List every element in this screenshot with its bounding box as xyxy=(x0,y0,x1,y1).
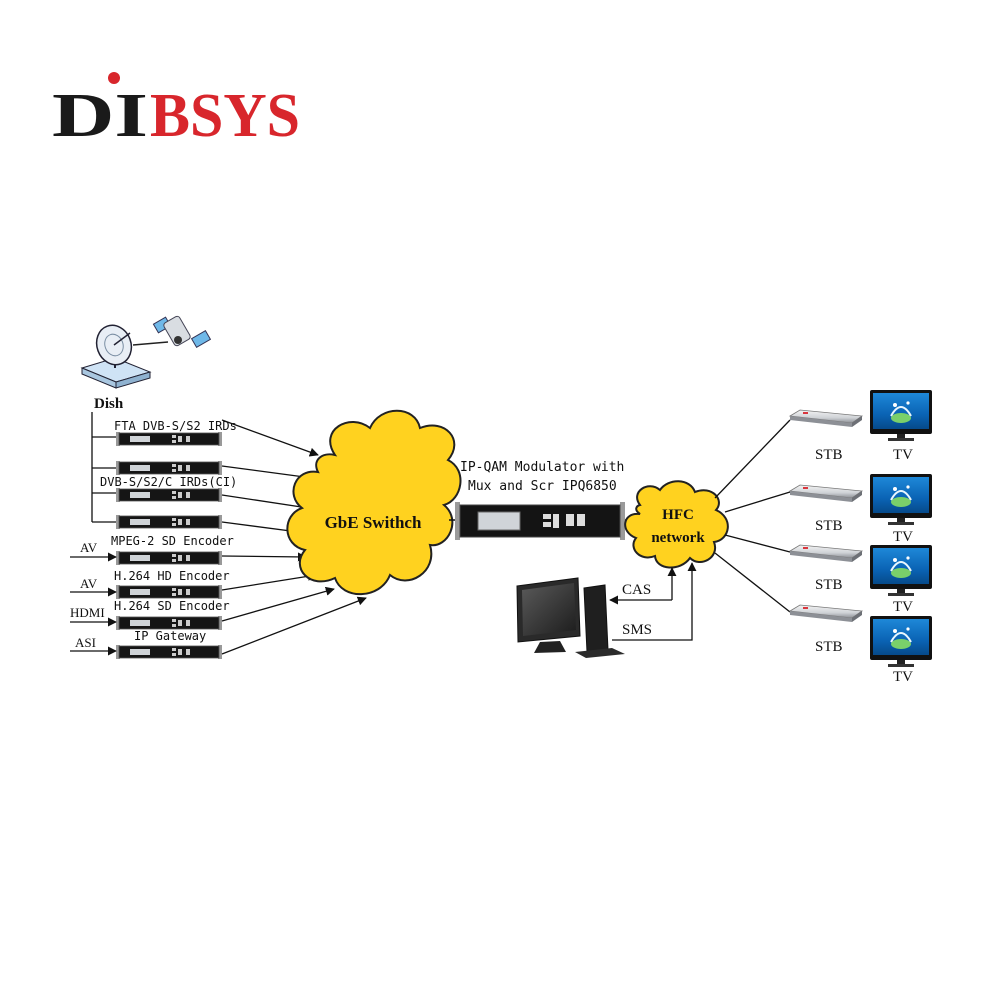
switch-arrows xyxy=(221,419,367,655)
source-labels: FTA DVB-S/S2 IRDs DVB-S/S2/C IRDs(CI) MP… xyxy=(100,419,237,643)
modulator-label-line2: Mux and Scr IPQ6850 xyxy=(468,479,617,494)
modulator-labels: IP-QAM Modulator with Mux and Scr IPQ685… xyxy=(460,460,624,494)
control-labels: CAS SMS xyxy=(622,582,652,638)
tv-icon xyxy=(870,474,932,525)
set-top-box-icon xyxy=(788,604,864,622)
dibsys-logo: DI BSYS xyxy=(52,68,312,150)
modulator-device xyxy=(455,502,625,540)
rack-device-icon xyxy=(116,461,222,475)
dish-label: Dish xyxy=(94,396,124,412)
input-arrows xyxy=(70,552,117,656)
satellite-dish-icon xyxy=(80,324,152,389)
modulator-label-line1: IP-QAM Modulator with xyxy=(460,460,624,475)
computer-icon xyxy=(516,577,625,658)
device-label-ci: DVB-S/S2/C IRDs(CI) xyxy=(100,475,237,489)
input-label-asi: ASI xyxy=(75,635,96,650)
input-label-av1: AV xyxy=(80,540,98,555)
hfc-network-cloud: HFC network xyxy=(624,480,729,569)
logo-dot xyxy=(108,72,120,84)
cas-label: CAS xyxy=(622,582,651,598)
tv-label-3: TV xyxy=(893,599,913,615)
dish-feed-lines xyxy=(91,412,116,523)
sms-label: SMS xyxy=(622,622,652,638)
device-label-fta: FTA DVB-S/S2 IRDs xyxy=(114,419,237,433)
stb-label-4: STB xyxy=(815,639,843,655)
tv-icon xyxy=(870,616,932,667)
rack-device-icon xyxy=(116,432,222,446)
device-label-h264sd: H.264 SD Encoder xyxy=(114,599,230,613)
rack-device-icon xyxy=(116,551,222,565)
satellite-icon xyxy=(152,315,212,349)
hfc-label-line1: HFC xyxy=(662,507,694,523)
stb-label-2: STB xyxy=(815,518,843,534)
rack-device-icon xyxy=(116,645,222,659)
rack-device-icon xyxy=(116,616,222,630)
input-label-av2: AV xyxy=(80,576,98,591)
tv-label-4: TV xyxy=(893,669,913,685)
set-top-box-icon xyxy=(788,484,864,502)
rack-device-icon xyxy=(116,515,222,529)
set-top-box-icon xyxy=(788,409,864,427)
control-lines xyxy=(609,562,697,641)
tv-label-1: TV xyxy=(893,447,913,463)
logo-text-red: BSYS xyxy=(150,82,300,148)
gbe-switch-cloud: GbE Swithch xyxy=(286,409,462,596)
gbe-switch-label: GbE Swithch xyxy=(325,513,422,532)
tv-label-2: TV xyxy=(893,529,913,545)
stb-label-3: STB xyxy=(815,577,843,593)
set-top-box-icon xyxy=(788,544,864,562)
rack-device-icon xyxy=(116,585,222,599)
rack-device-icon xyxy=(116,488,222,502)
input-labels: AV AV HDMI ASI xyxy=(70,540,105,650)
input-label-hdmi: HDMI xyxy=(70,605,105,620)
source-devices xyxy=(116,432,222,659)
tv-icon xyxy=(870,390,932,441)
endpoints xyxy=(788,390,932,667)
device-label-ipgw: IP Gateway xyxy=(134,629,206,643)
endpoint-labels: STB TV STB TV STB TV STB TV xyxy=(815,447,913,685)
distribution-lines xyxy=(714,419,791,613)
hfc-label-line2: network xyxy=(651,530,705,546)
tv-icon xyxy=(870,545,932,596)
stb-label-1: STB xyxy=(815,447,843,463)
device-label-h264hd: H.264 HD Encoder xyxy=(114,569,230,583)
device-label-mpeg2: MPEG-2 SD Encoder xyxy=(111,534,234,548)
logo-text-black: DI xyxy=(52,82,148,148)
